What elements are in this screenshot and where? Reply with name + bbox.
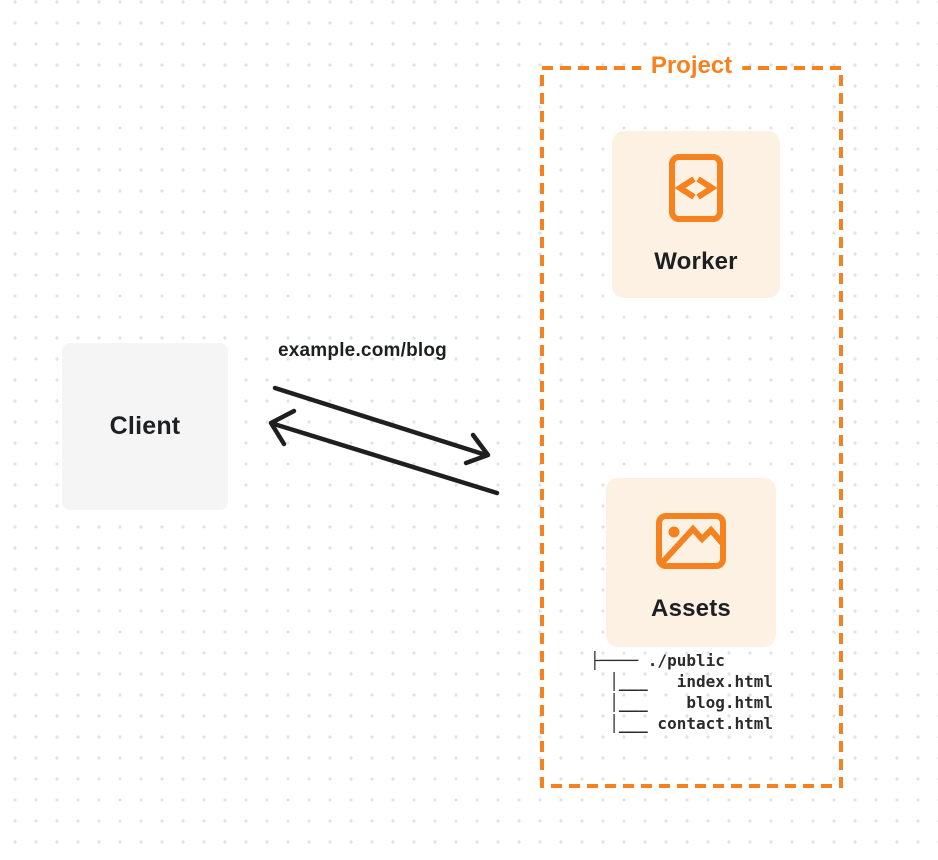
client-node: Client [62, 343, 228, 510]
file-tree-line-contact: │___ contact.html [590, 714, 774, 733]
file-tree-line-blog: │___ blog.html [590, 693, 774, 712]
worker-node: Worker [612, 131, 780, 298]
assets-node: Assets [606, 478, 776, 647]
file-tree-line-public: ├──── ./public [590, 651, 725, 670]
code-file-icon [669, 153, 723, 222]
project-boundary: Project Worker Assets ├──── ./public │__… [540, 52, 843, 788]
image-icon [656, 512, 726, 569]
file-tree-line-index: │___ index.html [590, 672, 774, 691]
request-url-label: example.com/blog [278, 340, 447, 361]
project-to-client-arrow [268, 408, 500, 496]
client-label: Client [109, 412, 181, 440]
worker-label: Worker [654, 247, 738, 275]
client-to-project-arrow [272, 385, 491, 466]
assets-label: Assets [651, 594, 731, 622]
project-label: Project [640, 52, 743, 80]
assets-file-tree: ├──── ./public │___ index.html │___ blog… [590, 650, 773, 734]
